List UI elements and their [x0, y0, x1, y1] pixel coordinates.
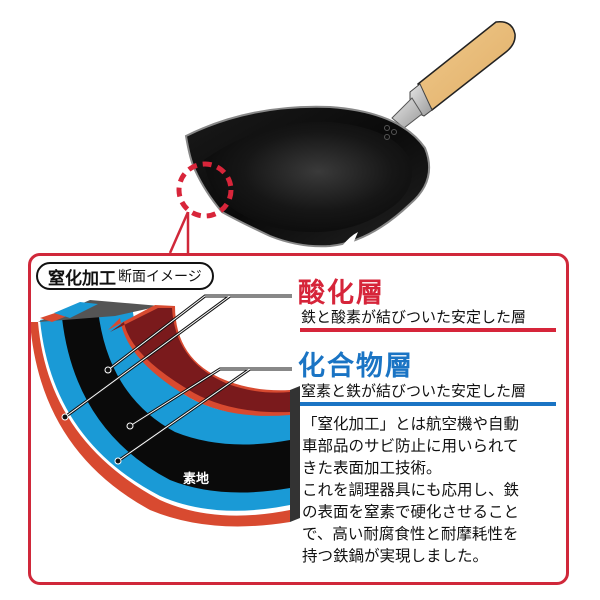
description-line: 車部品のサビ防止に用いられて — [302, 437, 519, 455]
oxide-layer-underline — [300, 328, 556, 332]
cross-section-illustration — [30, 294, 300, 527]
base-layer-label: 素地 — [183, 472, 210, 487]
description-line: 持つ鉄鍋が実現しました。 — [302, 547, 489, 565]
wooden-handle — [391, 21, 516, 129]
panel-title-light: 断面イメージ — [118, 269, 202, 285]
description-line: の表面を窒素で硬化させること — [302, 503, 520, 521]
description-line: で、高い耐腐食性と耐摩耗性を — [302, 525, 519, 543]
pan-body — [184, 105, 431, 248]
compound-layer-title: 化合物層 — [298, 351, 414, 382]
description-line: 「窒化加工」とは航空機や自動 — [302, 415, 520, 433]
description-line: きた表面加工技術。 — [302, 459, 442, 477]
compound-layer-underline — [300, 402, 556, 406]
oxide-layer-title: 酸化層 — [298, 278, 385, 309]
description-text: 「窒化加工」とは航空機や自動 車部品のサビ防止に用いられて きた表面加工技術。 … — [302, 413, 564, 567]
panel-title-pill: 窒化加工 断面イメージ — [36, 262, 214, 290]
description-line: これを調理器具にも応用し、鉄 — [302, 481, 520, 499]
oxide-layer-subtitle: 鉄と酸素が結びついた安定した層 — [301, 308, 527, 326]
panel-title-bold: 窒化加工 — [48, 268, 116, 289]
info-panel-frame — [28, 253, 569, 585]
highlight-circle — [176, 161, 234, 219]
compound-layer-subtitle: 窒素と鉄が結びついた安定した層 — [301, 382, 527, 400]
